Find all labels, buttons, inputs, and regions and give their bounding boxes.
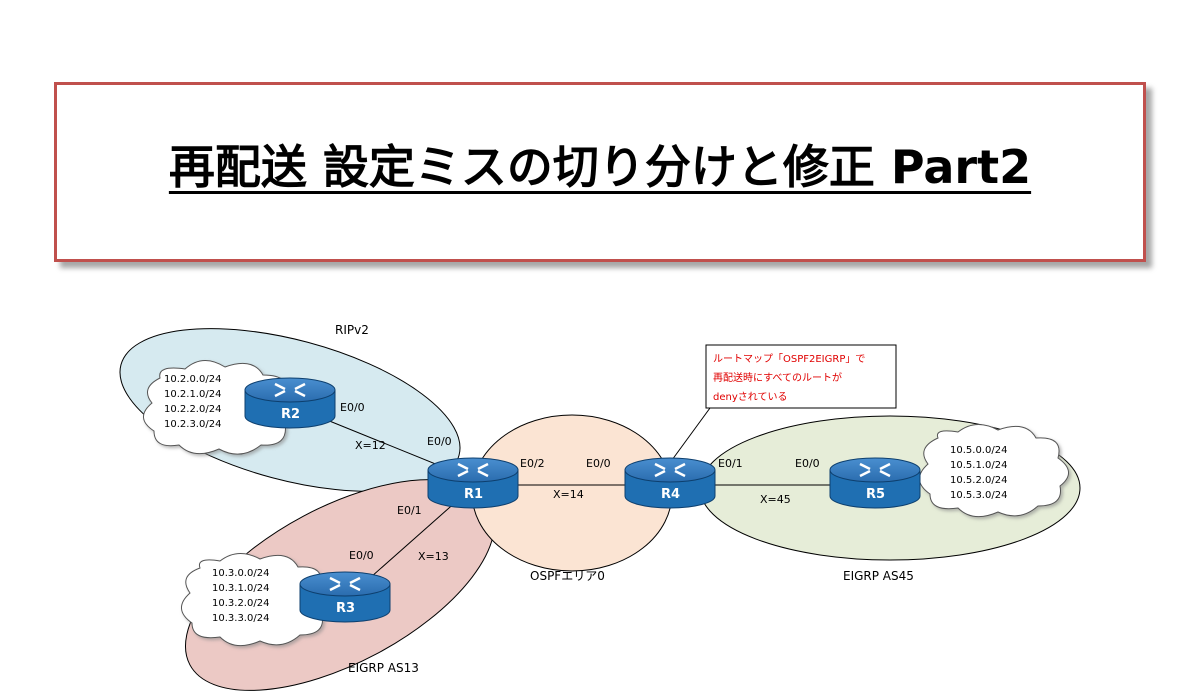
title-box: 再配送 設定ミスの切り分けと修正 Part2 xyxy=(54,82,1146,262)
r2-network-2: 10.2.1.0/24 xyxy=(164,389,221,400)
router-r5: R5 xyxy=(829,457,921,509)
r3-network-2: 10.3.1.0/24 xyxy=(212,583,269,594)
iface-r1-e01: E0/1 xyxy=(397,504,422,517)
cloud-r5-networks xyxy=(919,424,1069,518)
area-label-ospf: OSPFエリア0 xyxy=(530,569,605,583)
cloud-r3-networks xyxy=(181,553,331,647)
callout-line1: ルートマップ「OSPF2EIGRP」で xyxy=(713,353,865,365)
router-r1: R1 xyxy=(427,457,519,509)
area-label-eigrp45: EIGRP AS45 xyxy=(843,569,914,583)
link-cost-r1-r2: X=12 xyxy=(355,439,386,452)
router-r2: R2 xyxy=(244,377,336,429)
router-arrows-icon xyxy=(859,462,891,478)
r3-network-3: 10.3.2.0/24 xyxy=(212,598,269,609)
iface-r1-e02: E0/2 xyxy=(520,457,545,470)
iface-r4-e01: E0/1 xyxy=(718,457,743,470)
callout-line2: 再配送時にすべてのルートが xyxy=(713,371,842,384)
r3-network-1: 10.3.0.0/24 xyxy=(212,568,269,579)
iface-r3-e00: E0/0 xyxy=(349,549,374,562)
iface-r4-e00: E0/0 xyxy=(586,457,611,470)
router-arrows-icon xyxy=(457,462,489,478)
link-cost-r1-r4: X=14 xyxy=(553,488,584,501)
router-arrows-icon xyxy=(329,576,361,592)
callout-line3: denyされている xyxy=(713,391,787,403)
router-arrows-icon xyxy=(654,462,686,478)
router-r5-label: R5 xyxy=(866,487,885,502)
iface-r2-e00: E0/0 xyxy=(340,401,365,414)
iface-r5-e00: E0/0 xyxy=(795,457,820,470)
r2-network-1: 10.2.0.0/24 xyxy=(164,374,221,385)
r5-network-1: 10.5.0.0/24 xyxy=(950,445,1007,456)
area-label-eigrp13: EIGRP AS13 xyxy=(348,661,419,675)
router-r1-label: R1 xyxy=(464,487,483,502)
link-cost-r4-r5: X=45 xyxy=(760,493,791,506)
iface-r1-e00: E0/0 xyxy=(427,435,452,448)
r5-network-3: 10.5.2.0/24 xyxy=(950,475,1007,486)
router-r3-label: R3 xyxy=(336,601,355,616)
callout-box xyxy=(705,344,897,409)
area-label-rip: RIPv2 xyxy=(335,323,369,337)
r3-network-4: 10.3.3.0/24 xyxy=(212,613,269,624)
r2-network-4: 10.2.3.0/24 xyxy=(164,419,221,430)
router-r4: R4 xyxy=(624,457,716,509)
r5-network-4: 10.5.3.0/24 xyxy=(950,490,1007,501)
link-cost-r1-r3: X=13 xyxy=(418,550,449,563)
router-r4-label: R4 xyxy=(661,487,680,502)
r2-network-3: 10.2.2.0/24 xyxy=(164,404,221,415)
page-title: 再配送 設定ミスの切り分けと修正 Part2 xyxy=(168,140,1032,194)
router-r3: R3 xyxy=(299,571,391,623)
callout-pointer xyxy=(671,407,711,461)
router-r2-label: R2 xyxy=(281,407,300,422)
r5-network-2: 10.5.1.0/24 xyxy=(950,460,1007,471)
router-arrows-icon xyxy=(274,382,306,398)
